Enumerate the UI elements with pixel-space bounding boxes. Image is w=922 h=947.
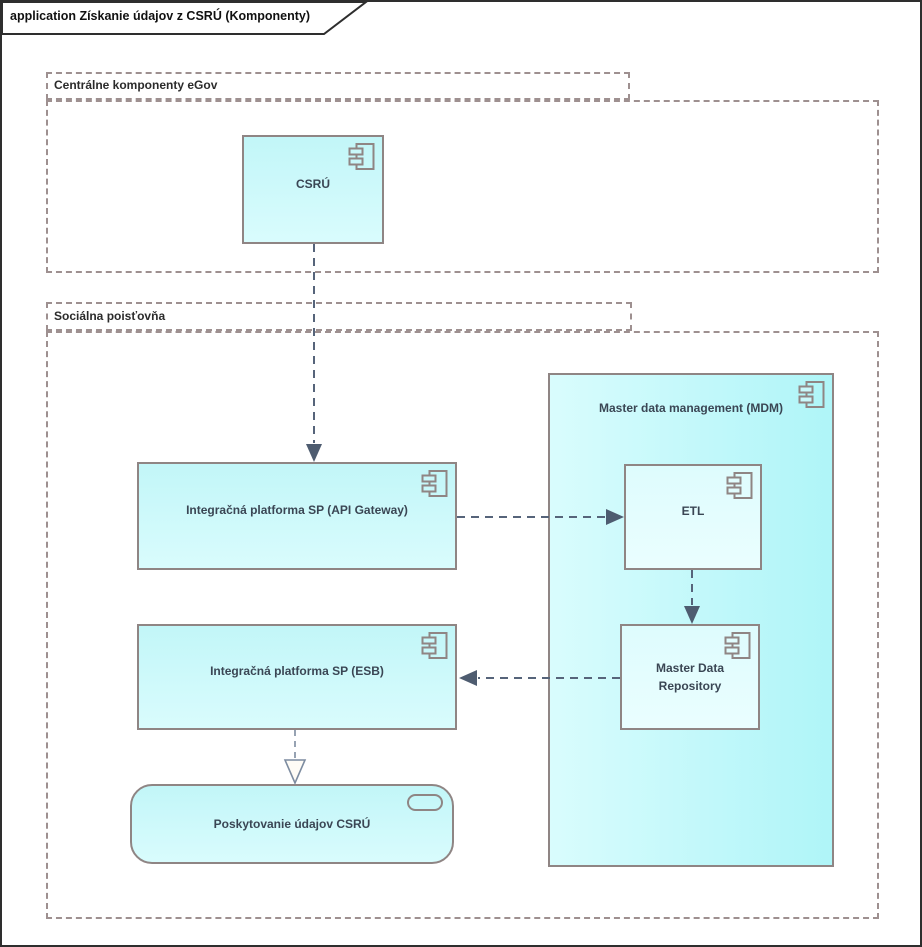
frame-title: application Získanie údajov z CSRÚ (Komp…: [10, 9, 311, 23]
component-icon: [421, 632, 448, 659]
filled-arrowhead-icon: [459, 670, 477, 686]
component-csru-label: CSRÚ: [295, 176, 330, 191]
group-central-egov-label: Centrálne komponenty eGov: [54, 78, 218, 92]
group-central-egov-titleband[interactable]: Centrálne komponenty eGov: [46, 72, 630, 100]
service-icon: [407, 794, 443, 811]
component-icon: [724, 632, 751, 659]
component-esb[interactable]: Integračná platforma SP (ESB): [137, 624, 457, 730]
component-mdm[interactable]: Master data management (MDM): [548, 373, 834, 867]
component-mdr[interactable]: Master Data Repository: [620, 624, 760, 730]
component-etl[interactable]: ETL: [624, 464, 762, 570]
service-poskytovanie-udajov[interactable]: Poskytovanie údajov CSRÚ: [130, 784, 454, 864]
filled-arrowhead-icon: [684, 606, 700, 624]
connector-etl-to-mdr[interactable]: [683, 570, 701, 624]
service-poskytovanie-udajov-label: Poskytovanie údajov CSRÚ: [213, 817, 371, 831]
component-icon: [726, 472, 753, 499]
component-api-gateway-label: Integračná platforma SP (API Gateway): [186, 503, 408, 517]
component-icon: [798, 381, 825, 408]
connector-apigateway-to-etl[interactable]: [457, 508, 624, 526]
group-central-egov-body[interactable]: [46, 100, 879, 273]
filled-arrowhead-icon: [306, 444, 322, 462]
group-socialna-poistovna-body[interactable]: [46, 331, 879, 919]
connector-csru-to-apigateway[interactable]: [305, 244, 323, 462]
component-esb-label: Integračná platforma SP (ESB): [210, 664, 384, 678]
hollow-arrowhead-icon: [283, 759, 307, 786]
component-mdr-label: Master Data Repository: [655, 661, 725, 693]
component-icon: [348, 143, 375, 170]
frame-tab-shape: [2, 2, 368, 35]
component-etl-label: ETL: [681, 504, 705, 518]
connector-esb-to-service[interactable]: [283, 730, 307, 786]
component-api-gateway[interactable]: Integračná platforma SP (API Gateway): [137, 462, 457, 570]
connector-mdr-to-esb[interactable]: [459, 669, 620, 687]
component-mdm-label: Master data management (MDM): [598, 401, 784, 415]
component-icon: [421, 470, 448, 497]
component-csru[interactable]: CSRÚ: [242, 135, 384, 244]
group-socialna-poistovna-label: Sociálna poisťovňa: [54, 309, 166, 323]
group-socialna-poistovna-titleband[interactable]: Sociálna poisťovňa: [46, 302, 632, 331]
filled-arrowhead-icon: [606, 509, 624, 525]
frame-tab-pentagon: [2, 2, 368, 35]
